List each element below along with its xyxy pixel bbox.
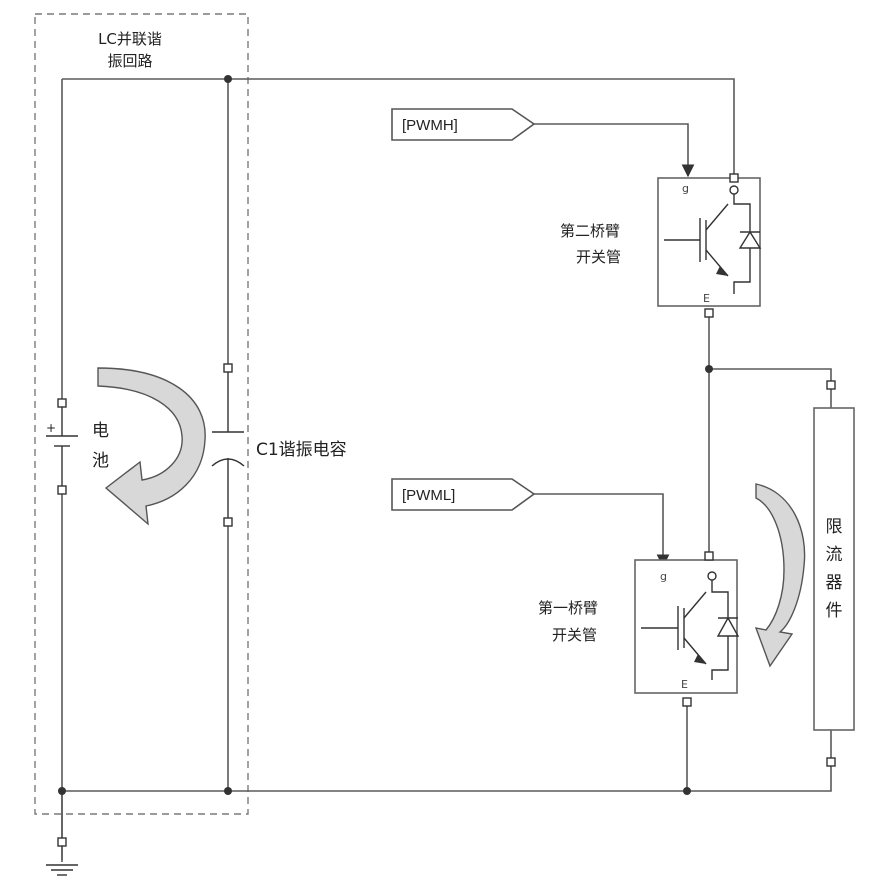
pwmh-signal-tag: [PWMH] xyxy=(392,109,534,140)
limiter-char-1: 限 xyxy=(826,517,843,537)
lower-gate-pin-label: g xyxy=(660,570,667,583)
capacitor-symbol xyxy=(212,364,244,526)
first-bridge-label-line2: 开关管 xyxy=(552,626,597,644)
circulating-current-arrow xyxy=(98,368,205,524)
second-bridge-label-line1: 第二桥臂 xyxy=(560,222,620,240)
pwml-signal-tag: [PWML] xyxy=(392,479,534,510)
first-bridge-switch: g E xyxy=(635,552,738,706)
upper-emitter-pin-label: E xyxy=(703,292,710,305)
junction-dot xyxy=(224,787,232,795)
upper-gate-pin-label: g xyxy=(682,182,689,195)
limiter-char-4: 件 xyxy=(826,601,843,621)
battery-plus-sign: + xyxy=(46,421,56,435)
junction-dot xyxy=(224,75,232,83)
pwmh-label: [PWMH] xyxy=(402,117,458,134)
battery-label-line1: 电 xyxy=(92,421,109,441)
pwml-label: [PWML] xyxy=(402,487,455,504)
lower-emitter-pin-label: E xyxy=(681,678,688,691)
lc-label-line2: 振回路 xyxy=(107,52,152,70)
lc-label-line1: LC并联谐 xyxy=(98,30,162,48)
capacitor-label: C1谐振电容 xyxy=(256,440,347,460)
battery-symbol: + xyxy=(46,399,78,494)
junction-dot xyxy=(683,787,691,795)
limiter-char-3: 器 xyxy=(826,573,843,593)
limiter-char-2: 流 xyxy=(826,545,843,565)
lc-resonant-loop-boundary xyxy=(35,14,248,814)
junction-dot xyxy=(58,787,66,795)
second-bridge-label-line2: 开关管 xyxy=(576,248,621,266)
first-bridge-label-line1: 第一桥臂 xyxy=(538,599,598,617)
second-bridge-switch: g E xyxy=(658,174,760,317)
junction-dot xyxy=(705,365,713,373)
discharge-current-arrow xyxy=(756,484,805,666)
battery-label-line2: 池 xyxy=(92,451,109,471)
